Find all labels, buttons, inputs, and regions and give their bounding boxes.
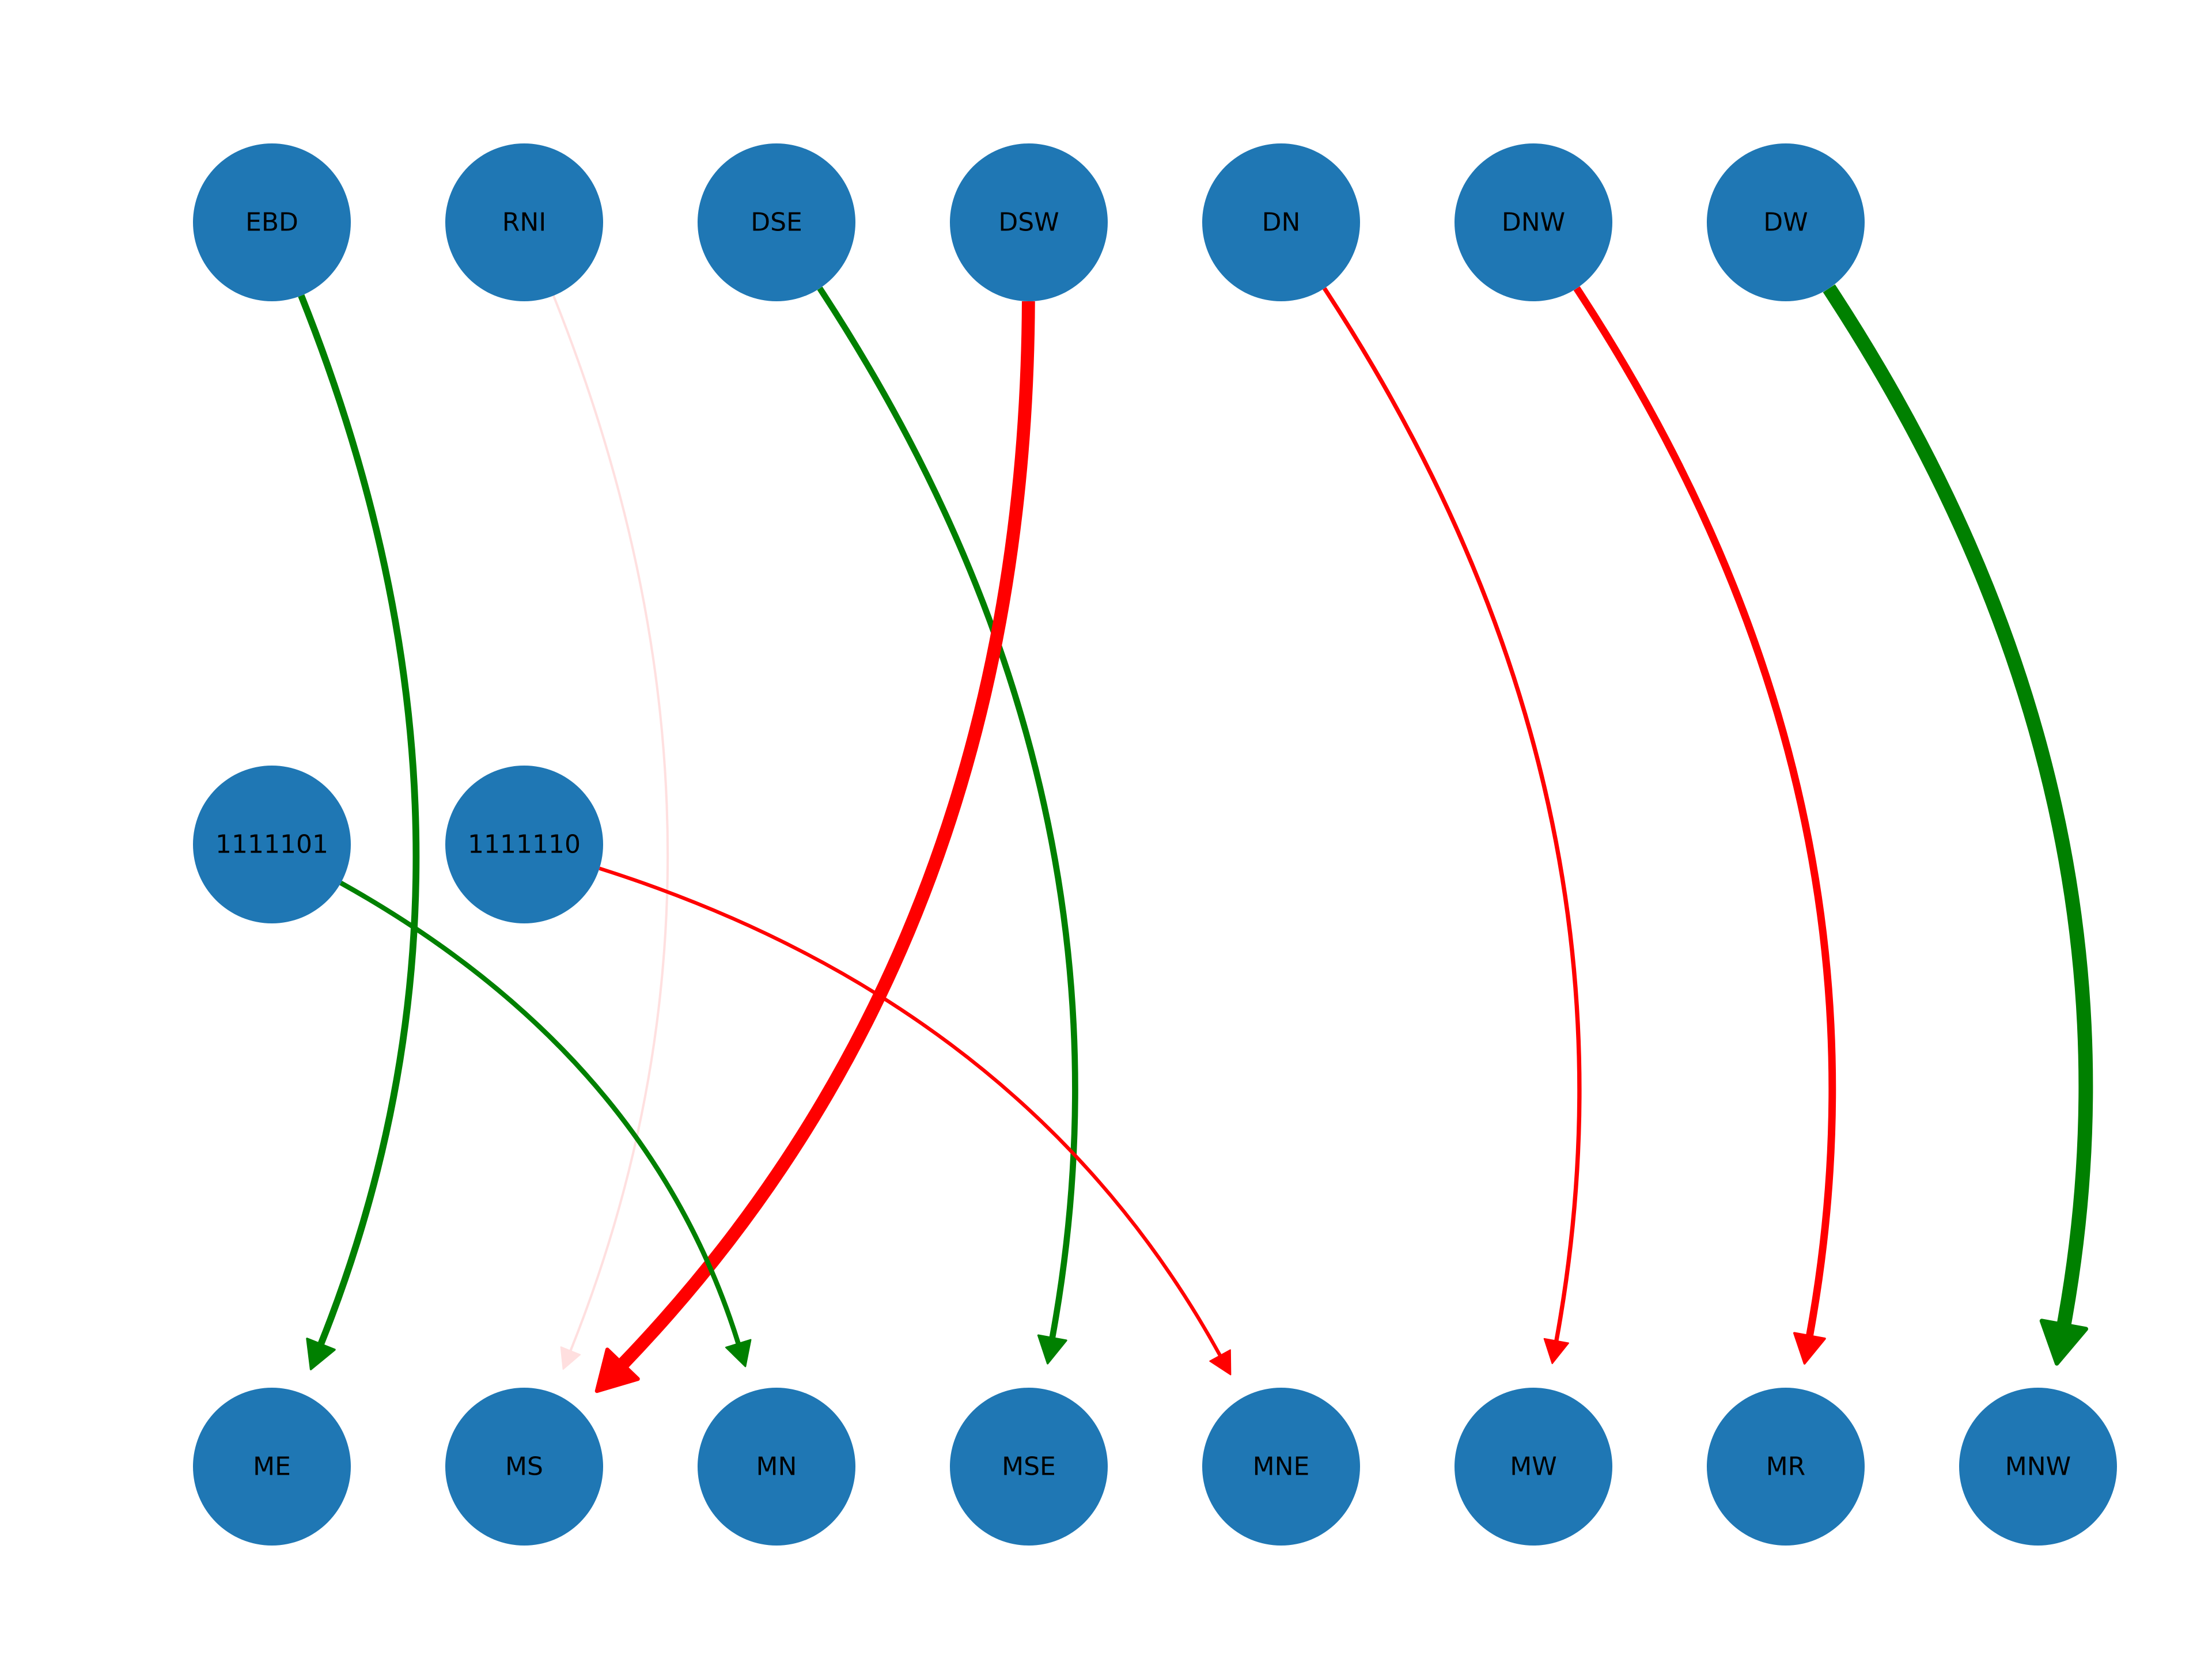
edges-layer xyxy=(298,284,2093,1393)
edge-arrowhead xyxy=(560,1346,581,1370)
node-MNE: MNE xyxy=(1202,1388,1360,1546)
edge-DNW-MR xyxy=(1573,286,1836,1365)
node-label: DNW xyxy=(1502,208,1565,237)
node-label: RNI xyxy=(502,208,546,237)
node-MNW: MNW xyxy=(1959,1388,2117,1546)
edge-EBD-ME xyxy=(298,294,420,1370)
node-circle xyxy=(1455,1388,1612,1546)
node-DSW: DSW xyxy=(950,143,1108,301)
edge-line xyxy=(599,866,1222,1357)
edge-line xyxy=(339,881,741,1344)
node-label: DN xyxy=(1262,208,1301,237)
node-label: 1111110 xyxy=(468,830,581,859)
node-RNI: RNI xyxy=(445,143,603,301)
node-MS: MS xyxy=(445,1388,603,1546)
edge-line xyxy=(618,301,1035,1369)
node-ME: ME xyxy=(193,1388,351,1546)
node-circle xyxy=(193,766,351,923)
edge-arrowhead xyxy=(1793,1332,1826,1365)
node-circle xyxy=(445,1388,603,1546)
node-circle xyxy=(445,143,603,301)
node-label: MN xyxy=(756,1452,797,1482)
edge-arrowhead xyxy=(594,1347,640,1393)
edge-RNI-MS xyxy=(552,295,669,1370)
node-circle xyxy=(698,1388,855,1546)
edge-line xyxy=(1573,286,1836,1337)
node-DNW: DNW xyxy=(1455,143,1612,301)
edge-DW-MNW xyxy=(1823,284,2093,1366)
node-circle xyxy=(950,1388,1108,1546)
node-circle xyxy=(698,143,855,301)
node-MR: MR xyxy=(1707,1388,1865,1546)
node-DSE: DSE xyxy=(698,143,855,301)
node-MN: MN xyxy=(698,1388,855,1546)
node-label: MW xyxy=(1510,1452,1556,1482)
edge-line xyxy=(1323,287,1582,1342)
edge-DSW-MS xyxy=(594,301,1035,1393)
node-label: MSE xyxy=(1002,1452,1056,1482)
edge-arrowhead xyxy=(1037,1334,1067,1365)
node-label: DSE xyxy=(751,208,802,237)
edge-arrowhead xyxy=(1209,1349,1232,1376)
node-label: DW xyxy=(1763,208,1808,237)
node-circle xyxy=(445,766,603,923)
node-label: EBD xyxy=(245,208,298,237)
edge-1111110-MNE xyxy=(599,866,1232,1376)
node-MW: MW xyxy=(1455,1388,1612,1546)
node-EBD: EBD xyxy=(193,143,351,301)
edge-DSE-MSE xyxy=(817,286,1078,1365)
node-label: MS xyxy=(505,1452,543,1482)
node-circle xyxy=(193,143,351,301)
node-circle xyxy=(1707,1388,1865,1546)
edge-arrowhead xyxy=(725,1339,752,1368)
node-DN: DN xyxy=(1202,143,1360,301)
node-label: DSW xyxy=(998,208,1059,237)
edge-line xyxy=(552,295,669,1351)
edge-line xyxy=(817,286,1078,1339)
edge-arrowhead xyxy=(2039,1319,2088,1366)
node-label: MNE xyxy=(1253,1452,1310,1482)
edge-1111101-MN xyxy=(339,881,752,1368)
edge-arrowhead xyxy=(1543,1338,1569,1365)
node-circle xyxy=(193,1388,351,1546)
node-circle xyxy=(1707,143,1865,301)
node-label: ME xyxy=(253,1452,291,1482)
node-circle xyxy=(950,143,1108,301)
node-label: MNW xyxy=(2005,1452,2071,1482)
node-circle xyxy=(1455,143,1612,301)
node-MSE: MSE xyxy=(950,1388,1108,1546)
node-1111101: 1111101 xyxy=(193,766,351,923)
node-1111110: 1111110 xyxy=(445,766,603,923)
node-label: MR xyxy=(1766,1452,1806,1482)
node-label: 1111101 xyxy=(215,830,328,859)
edge-DN-MW xyxy=(1323,287,1582,1365)
edge-line xyxy=(1823,284,2093,1327)
node-circle xyxy=(1202,143,1360,301)
edge-line xyxy=(298,294,420,1346)
node-circle xyxy=(1202,1388,1360,1546)
node-circle xyxy=(1959,1388,2117,1546)
node-DW: DW xyxy=(1707,143,1865,301)
edge-arrowhead xyxy=(306,1338,336,1370)
